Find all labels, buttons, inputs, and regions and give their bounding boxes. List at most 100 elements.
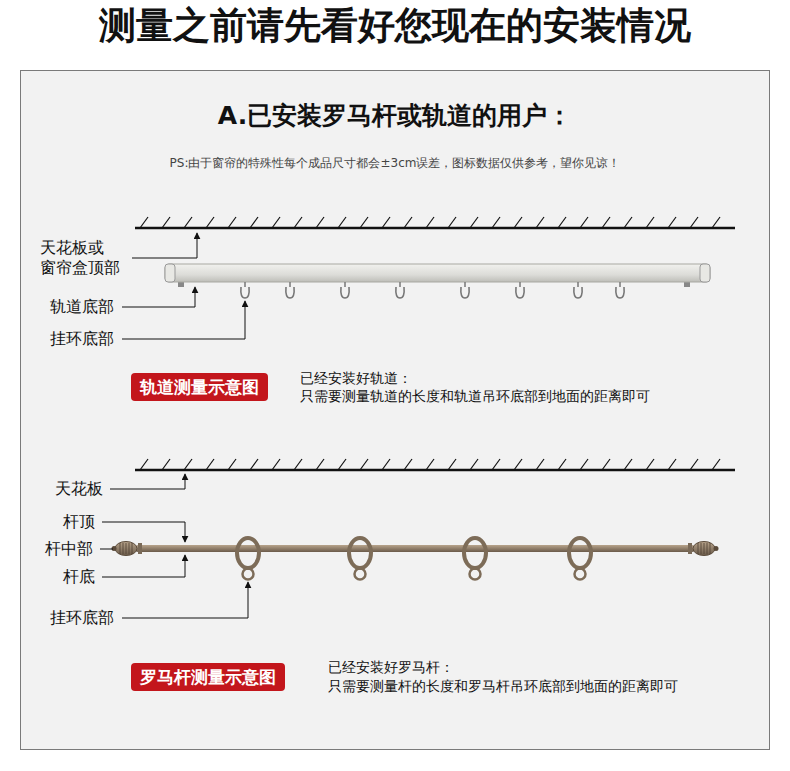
rod-finial-groove <box>710 543 711 554</box>
ceiling-hatch <box>492 217 500 228</box>
ceiling-hatch <box>382 459 390 470</box>
part-label: 杆底 <box>63 567 95 587</box>
track-hook-stem <box>244 282 246 287</box>
ceiling-hatch <box>404 459 412 470</box>
leader-line <box>110 474 185 489</box>
rod-finial <box>693 542 715 556</box>
ceiling-hatch <box>514 217 522 228</box>
leader-line <box>100 549 113 550</box>
note-text: 已经安装好轨道： <box>300 370 412 388</box>
ceiling-hatch <box>448 459 456 470</box>
panel-note: PS:由于窗帘的特殊性每个成品尺寸都会±3cm误差，图标数据仅供参考，望你见谅！ <box>21 155 769 172</box>
ceiling-hatch <box>712 459 720 470</box>
ceiling-hatch <box>558 217 566 228</box>
rod-ring-eye <box>355 569 366 580</box>
ceiling-hatch <box>690 217 698 228</box>
ceiling-hatch <box>580 217 588 228</box>
part-label: 挂环底部 <box>50 329 114 349</box>
ceiling-hatch <box>140 459 148 470</box>
rod-finial-groove <box>698 543 699 554</box>
ceiling-hatch <box>162 217 170 228</box>
red-badge: 轨道测量示意图 <box>131 373 268 401</box>
ceiling-hatch <box>338 459 346 470</box>
part-label: 轨道底部 <box>50 297 114 317</box>
note-text: 只需要测量杆的长度和罗马杆吊环底部到地面的距离即可 <box>328 678 678 696</box>
ceiling-hatch <box>646 217 654 228</box>
track-hook-stem <box>399 282 401 287</box>
ceiling-hatch <box>580 459 588 470</box>
ceiling-hatch <box>162 459 170 470</box>
panel-box: A.已安装罗马杆或轨道的用户：PS:由于窗帘的特殊性每个成品尺寸都会±3cm误差… <box>20 70 770 750</box>
ceiling-hatch <box>602 459 610 470</box>
track-endcap <box>700 264 710 282</box>
ceiling-hatch <box>470 459 478 470</box>
ceiling-hatch <box>272 217 280 228</box>
ceiling-hatch <box>470 217 478 228</box>
rod-finial-groove <box>704 543 705 554</box>
ceiling-line <box>135 227 735 230</box>
ceiling-hatch <box>536 217 544 228</box>
ceiling-hatch <box>184 217 192 228</box>
rod-finial-tip <box>714 546 719 551</box>
ceiling-hatch <box>360 459 368 470</box>
ceiling-hatch <box>668 217 676 228</box>
ceiling-line <box>135 469 735 472</box>
rod-body <box>135 545 695 552</box>
ceiling-hatch <box>272 459 280 470</box>
track-hook-stem <box>289 282 291 287</box>
ceiling-hatch <box>624 459 632 470</box>
track-hook <box>396 287 404 298</box>
track-hook-stem <box>519 282 521 287</box>
ceiling-hatch <box>228 217 236 228</box>
rod-finial-groove <box>123 543 124 554</box>
badge-text: 轨道测量示意图 <box>140 377 259 397</box>
rod-finial-groove <box>129 543 130 554</box>
ceiling-hatch <box>250 459 258 470</box>
ceiling-hatch <box>514 459 522 470</box>
track-hook <box>241 287 249 298</box>
ceiling-hatch <box>624 217 632 228</box>
ceiling-hatch <box>250 217 258 228</box>
ceiling-hatch <box>140 217 148 228</box>
rod-finial-groove <box>132 543 133 554</box>
ceiling-hatch <box>206 459 214 470</box>
ceiling-hatch <box>206 217 214 228</box>
ceiling-hatch <box>316 217 324 228</box>
rod-ring <box>237 538 259 568</box>
leader-line <box>122 287 195 307</box>
track-hook-stem <box>464 282 466 287</box>
ceiling-hatch <box>712 217 720 228</box>
track-hook-stem <box>577 282 579 287</box>
leader-line <box>102 555 185 577</box>
ceiling-hatch <box>558 459 566 470</box>
track-hook-stem <box>344 282 346 287</box>
ceiling-hatch <box>404 217 412 228</box>
ceiling-hatch <box>382 217 390 228</box>
ceiling-hatch <box>294 459 302 470</box>
ceiling-hatch <box>536 459 544 470</box>
track-hook <box>516 287 524 298</box>
red-badge: 罗马杆测量示意图 <box>131 663 285 691</box>
ceiling-hatch <box>602 217 610 228</box>
ceiling-hatch <box>690 459 698 470</box>
note-text: 只需要测量轨道的长度和轨道吊环底部到地面的距离即可 <box>300 388 650 406</box>
rod-ring <box>464 538 486 568</box>
rod-ring <box>569 538 591 568</box>
ceiling-hatch <box>184 459 192 470</box>
rod-ring <box>349 538 371 568</box>
track-hook <box>574 287 582 298</box>
rod-finial-collar <box>138 543 142 554</box>
rod-finial-groove <box>120 543 121 554</box>
rod-finial-groove <box>707 543 708 554</box>
part-label: 挂环底部 <box>50 608 114 628</box>
ceiling-hatch <box>646 459 654 470</box>
ceiling-hatch <box>228 459 236 470</box>
leader-line <box>132 233 197 258</box>
track-hook <box>616 287 624 298</box>
page-title: 测量之前请先看好您现在的安装情况 <box>0 2 790 50</box>
track-hook <box>286 287 294 298</box>
note-text: 已经安装好罗马杆： <box>328 659 454 677</box>
ceiling-hatch <box>316 459 324 470</box>
rod-finial <box>115 542 137 556</box>
